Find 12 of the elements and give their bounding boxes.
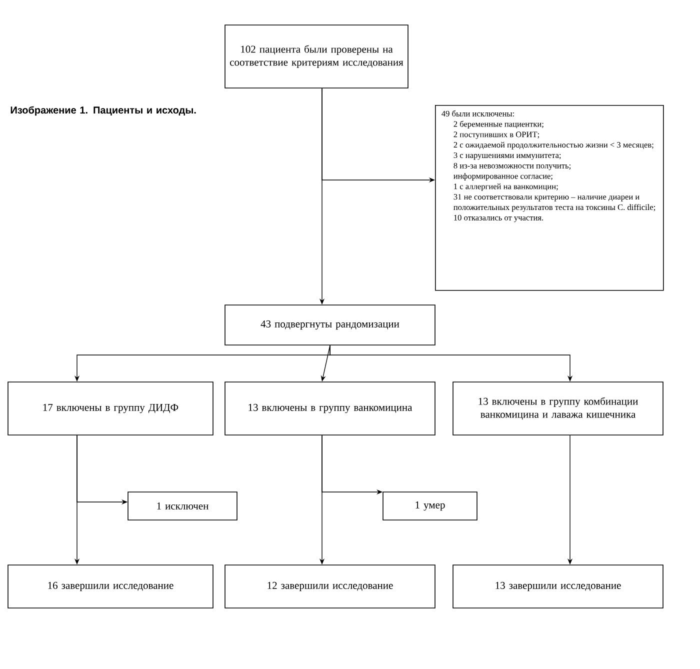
figure-title: Изображение 1. Пациенты и исходы.: [10, 106, 196, 116]
exclusion-box: 49 были исключены: 2 беременные пациентки; 2 поступивших в ОРИТ; 2 с ожидаемой продолжительностью жизни < 3 месяцев; 3 с нарушениями иммунитета; 8 из-за невозможности получить; информированное согласие; 1 с аллергией на ванкомицин; 31 не соответствовали критерию – наличие диареи и положительных результатов теста на токсины C. difficile; 10 отказались от участия.: [435, 105, 664, 291]
process-box: 16 завершили исследование: [8, 564, 214, 608]
process-box: 1 исключен: [128, 492, 238, 520]
process-box: 102 пациента были проверены на соответствие критериям исследования: [224, 24, 408, 88]
process-box: 13 включены в группу комбинации ванкомицина и лаважа кишечника: [452, 382, 664, 436]
process-box: 1 умер: [382, 492, 478, 520]
process-box: 43 подвергнуты рандомизации: [224, 304, 436, 346]
process-box: 17 включены в группу ДИДФ: [8, 382, 214, 436]
process-box: 13 завершили исследование: [452, 564, 664, 608]
process-box: 13 включены в группу ванкомицина: [224, 382, 436, 436]
process-box: 12 завершили исследование: [224, 564, 436, 608]
